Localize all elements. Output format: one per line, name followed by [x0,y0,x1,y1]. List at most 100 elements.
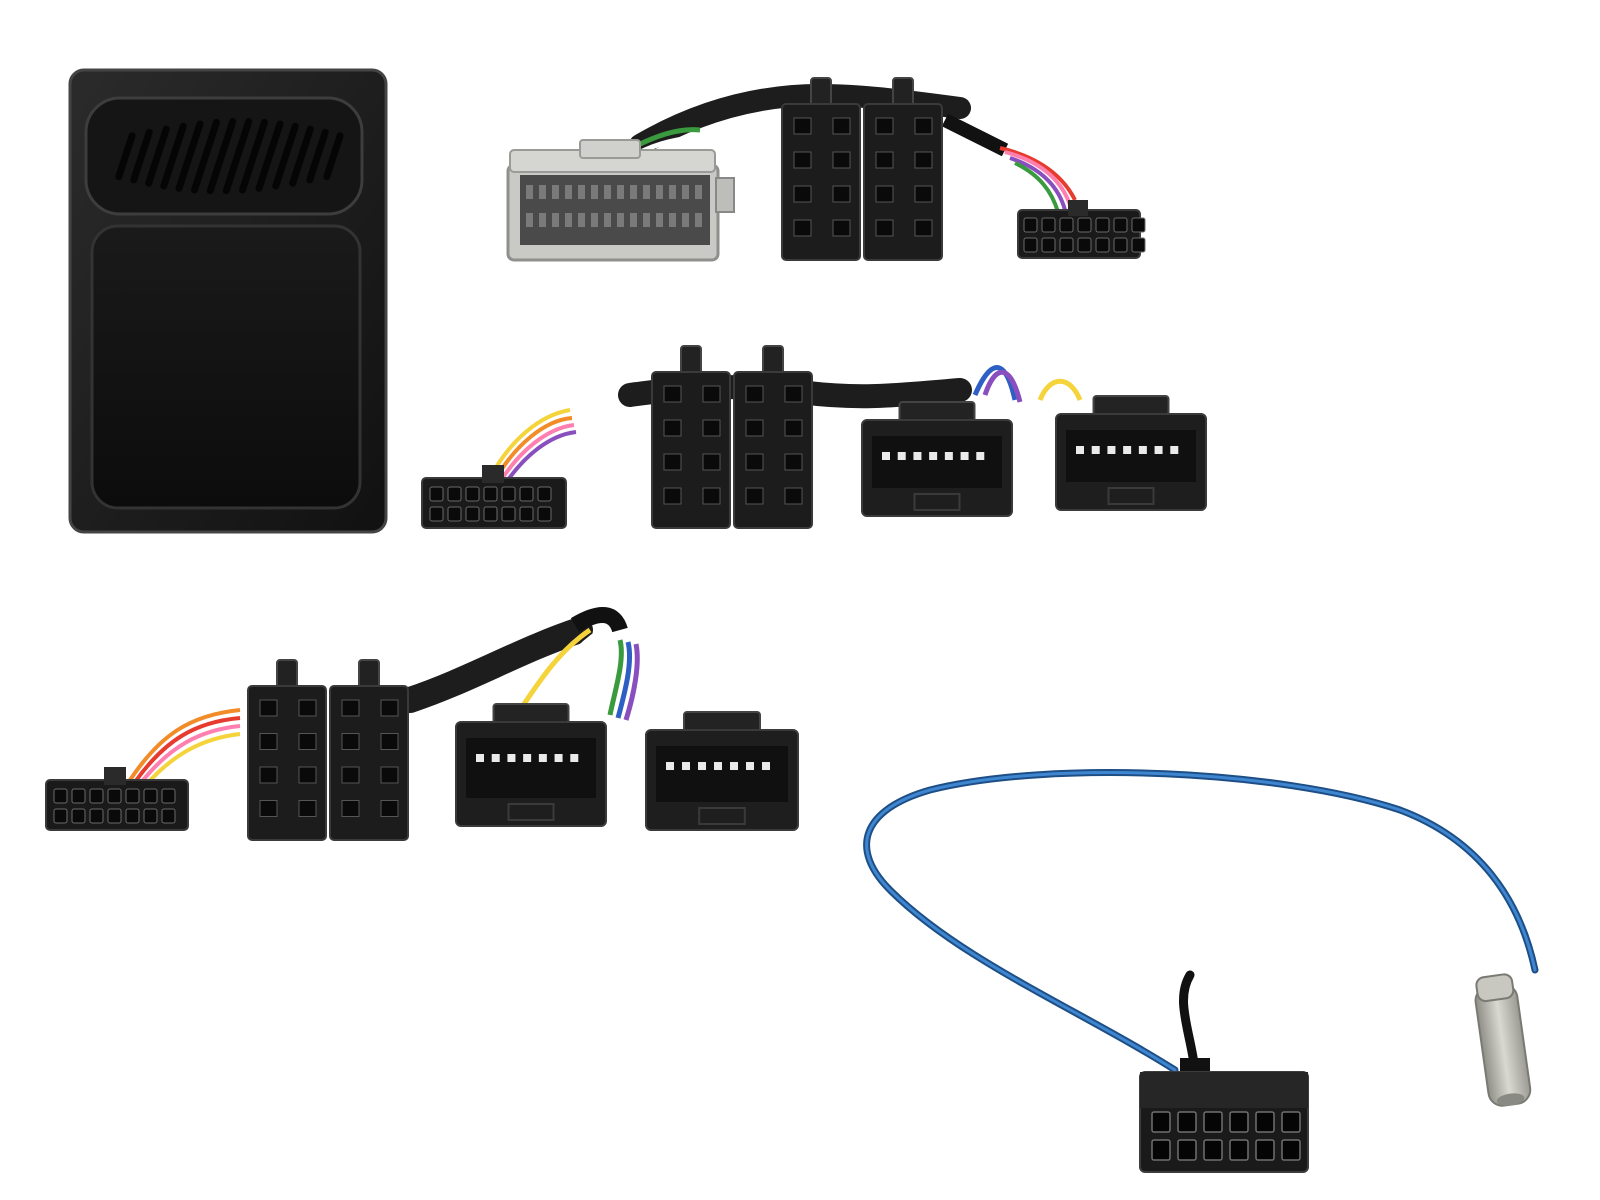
iso-cavity [380,766,399,784]
pin [578,213,585,227]
pin [1059,237,1074,253]
pin [538,754,547,762]
pin [1095,237,1110,253]
pin [1077,217,1092,233]
pin [1151,1111,1171,1133]
pin [913,452,922,460]
pin [1091,446,1100,454]
pin [1138,446,1147,454]
pin [1255,1139,1275,1161]
pin [897,452,906,460]
vent-slot [306,128,329,184]
pin [71,788,86,804]
vehicle-plug [645,711,799,831]
iso-cavity [875,185,894,203]
iso-cavity [914,117,933,135]
pin [491,754,500,762]
iso-cavity [380,699,399,717]
pin [554,754,563,762]
pin [519,486,534,502]
pin [539,185,546,199]
iso-cavity [745,487,764,505]
pin [1281,1139,1301,1161]
pin [1077,237,1092,253]
vent-slot [255,120,284,192]
iso-cavity [745,419,764,437]
pin [1170,446,1179,454]
pin [1131,217,1146,233]
pin [1076,446,1084,454]
iso-cavity [298,800,317,817]
pin [630,213,637,227]
pin [429,506,444,522]
pin [730,762,738,770]
iso-cavity [380,733,399,750]
iso-cavity [702,453,721,471]
iso-connector-pair [781,77,943,261]
plug-key [507,803,555,821]
pin [1023,237,1038,253]
iso-cavity [784,419,803,437]
iso-cavity [341,733,360,750]
pin [944,452,953,460]
pin [695,213,702,227]
pin [476,754,484,762]
pin [519,506,534,522]
vehicle-plug [1055,395,1207,511]
vent-slot [160,122,187,190]
pin [1151,1139,1171,1161]
vent-grille [115,118,344,195]
pin [465,486,480,502]
vent-slot [145,125,170,187]
iso-cavity [914,185,933,203]
pin [552,213,559,227]
pin [656,213,663,227]
pin [107,808,122,824]
iso-cavity [341,800,360,817]
pin [107,788,122,804]
harness-grey-plug [506,77,1146,262]
pin [1113,217,1128,233]
pin [89,788,104,804]
pin [429,486,444,502]
pin [565,213,572,227]
iso-cavity [875,151,894,169]
vent-slot [323,132,344,181]
pin [1177,1111,1197,1133]
iso-cavity [341,766,360,784]
pin [960,452,969,460]
pin [591,213,598,227]
pin [643,185,650,199]
pin [483,486,498,502]
pin [698,762,706,770]
pin [465,506,480,522]
pin [565,185,572,199]
pin [578,185,585,199]
vent-slot [272,122,299,190]
pin [1095,217,1110,233]
pin [1059,217,1074,233]
iso-cavity [793,185,812,203]
pin [746,762,754,770]
pin [929,452,938,460]
pin [570,754,579,762]
pin [617,213,624,227]
plug-face [466,738,596,798]
pin [643,213,650,227]
plug-face [1066,430,1196,482]
iso-cavity [702,487,721,505]
pin [1229,1111,1249,1133]
pin [501,486,516,502]
plug-key [913,493,961,511]
plug-key [1107,487,1155,505]
pin [695,185,702,199]
vent-slot [206,118,237,195]
iso-connector-pair [651,345,813,529]
iso-cavity [702,419,721,437]
plug-face [656,746,788,802]
iso-cavity [832,185,851,203]
iso-cavity [745,453,764,471]
pin [537,506,552,522]
pin [666,762,674,770]
